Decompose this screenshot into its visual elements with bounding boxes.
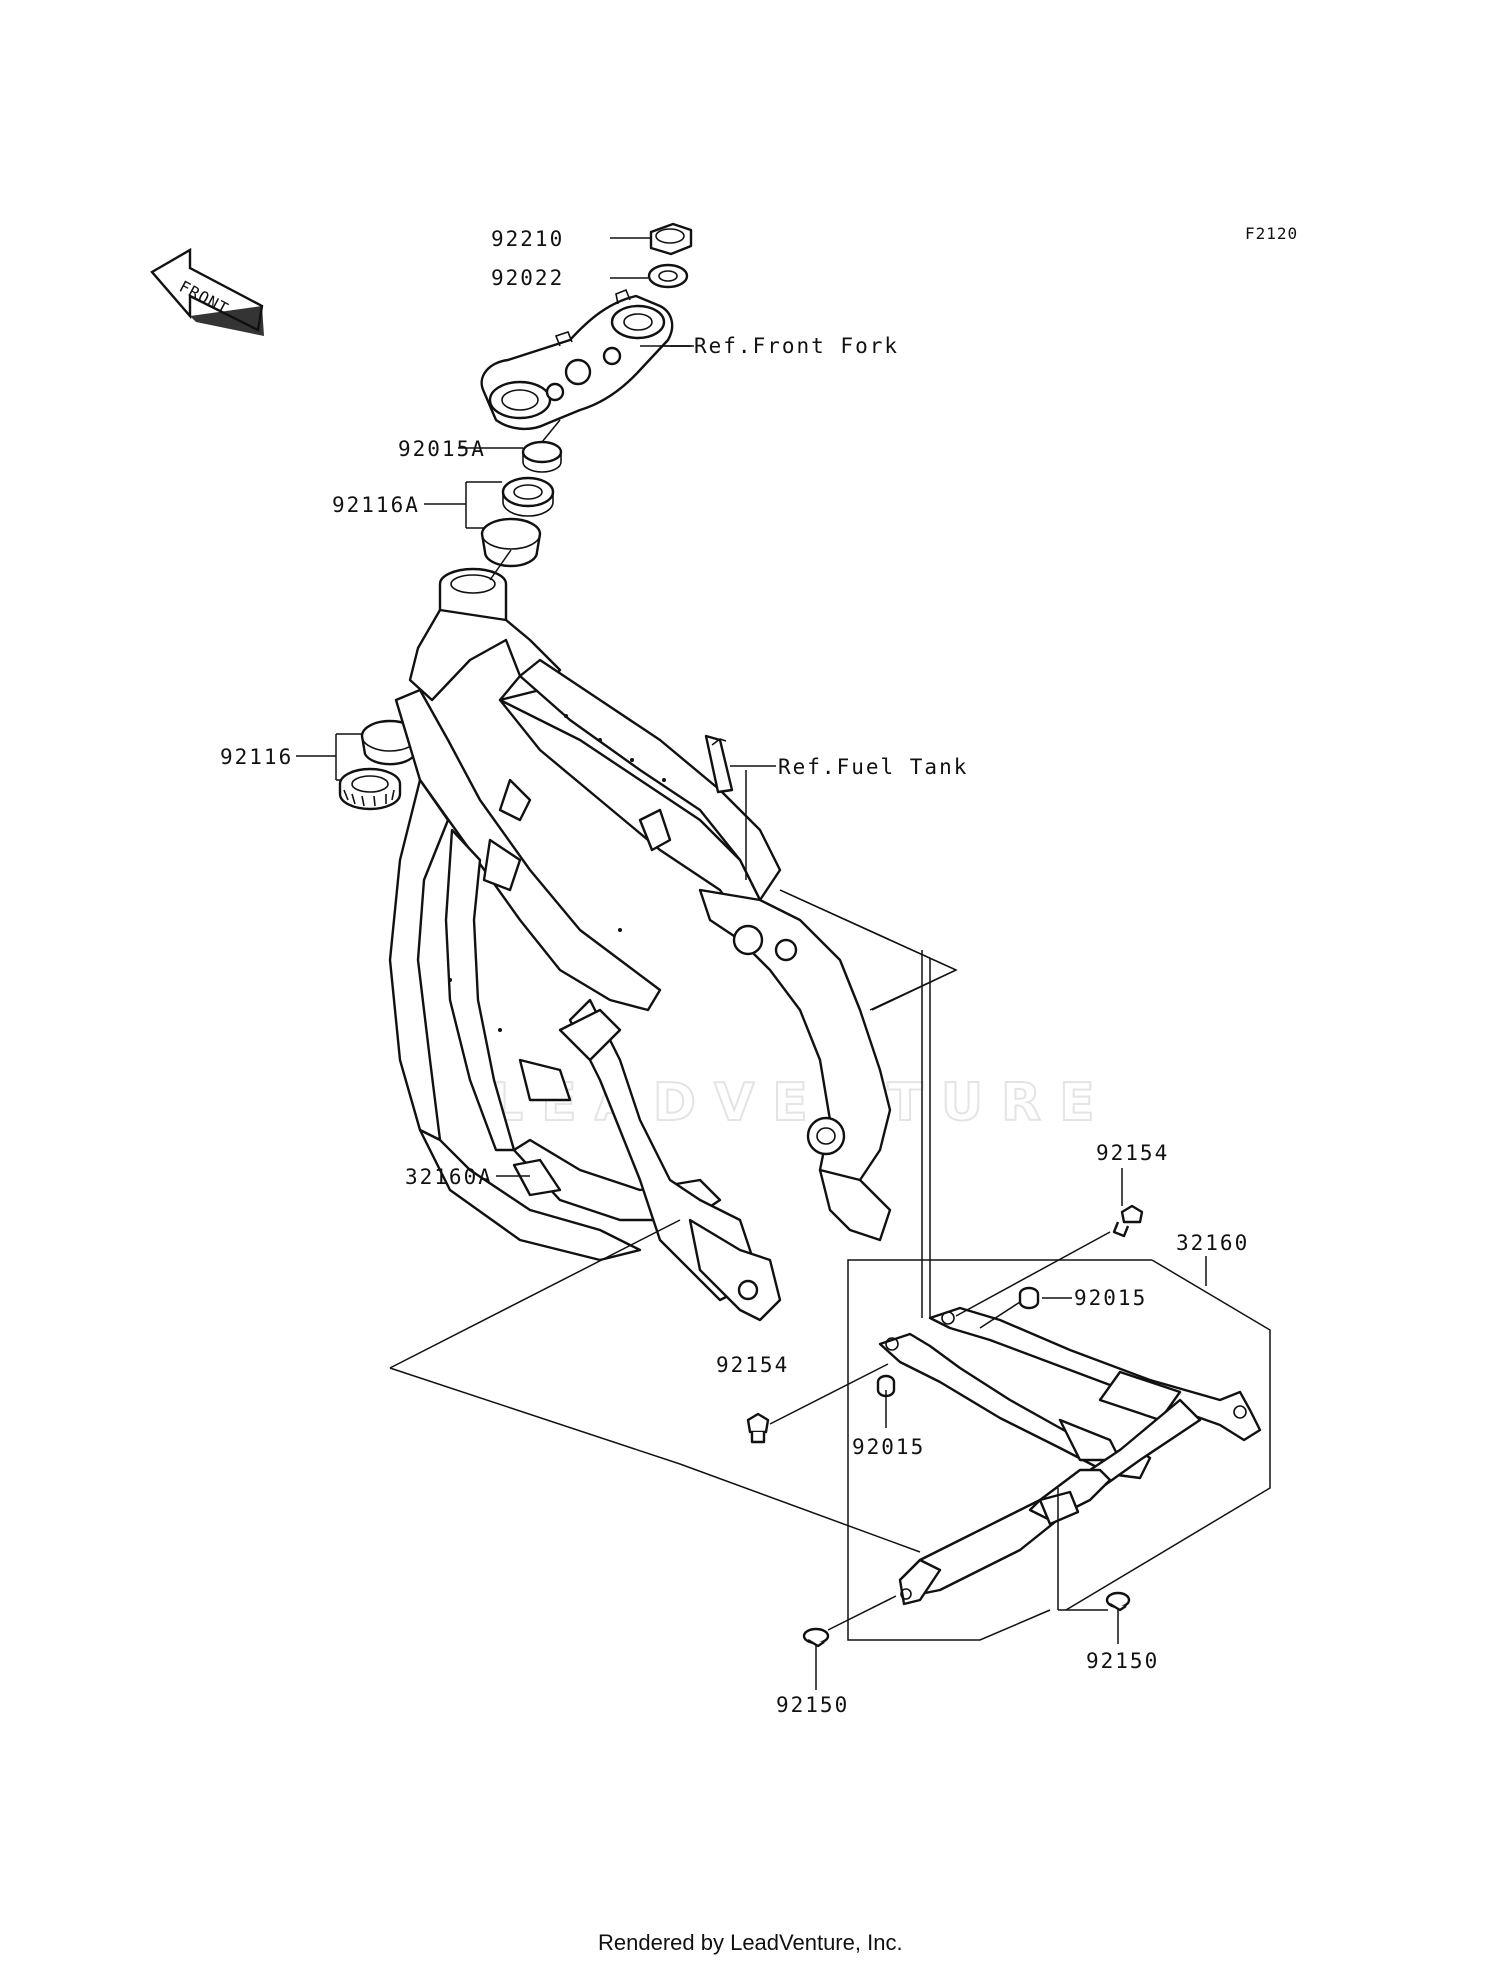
diagram-code: F2120 [1245,224,1298,243]
leader-lines [296,237,1271,1690]
label-92116: 92116 [220,745,293,769]
label-92150-right: 92150 [1086,1649,1159,1673]
nut-92015A[interactable] [521,440,563,473]
label-92015A: 92015A [398,437,486,461]
label-92154-left: 92154 [716,1353,789,1377]
ref-front-fork[interactable]: Ref.Front Fork [694,334,899,358]
bolt-92015-mid[interactable] [876,1374,896,1398]
label-92150-left: 92150 [776,1693,849,1717]
washer-92022[interactable] [647,263,689,289]
label-92154-top: 92154 [1096,1141,1169,1165]
bearing-92116[interactable] [338,767,402,811]
bolt-92150-right[interactable] [1105,1591,1131,1612]
ref-fuel-tank[interactable]: Ref.Fuel Tank [778,755,968,779]
sub-frame-32160[interactable] [878,1306,1262,1606]
label-92210: 92210 [491,227,564,251]
stem-nut-92210[interactable] [649,222,693,256]
bolt-92015-right[interactable] [1018,1286,1040,1310]
bolt-92150-left[interactable] [802,1627,830,1648]
main-frame-32160A[interactable] [388,567,892,1322]
upper-triple-clamp[interactable] [480,288,674,431]
label-92015-mid: 92015 [852,1435,925,1459]
bearing-92116A[interactable] [501,476,555,517]
front-arrow-icon: FRONT [150,247,264,336]
bolt-92154-left[interactable] [746,1412,770,1444]
race-92116A[interactable] [480,517,542,568]
label-32160A: 32160A [405,1165,493,1189]
bolt-92154-top[interactable] [1112,1204,1144,1238]
label-32160: 32160 [1176,1231,1249,1255]
label-92022: 92022 [491,266,564,290]
footer-credit: Rendered by LeadVenture, Inc. [598,1930,903,1955]
watermark: LEADVENTURE [490,1073,1113,1133]
label-92116A: 92116A [332,493,420,517]
label-92015-right: 92015 [1074,1286,1147,1310]
